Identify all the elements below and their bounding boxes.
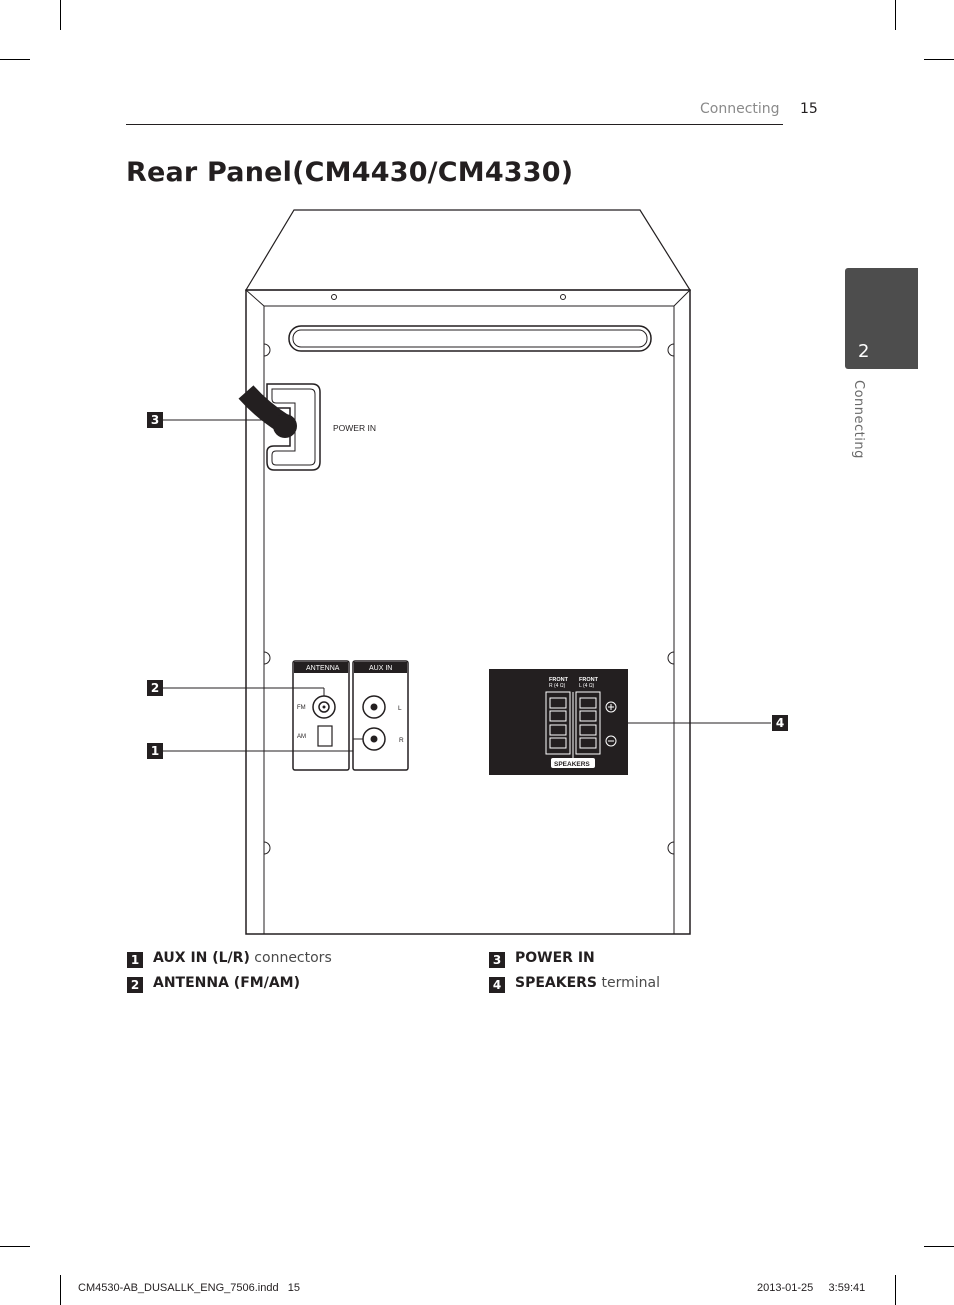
antenna-panel <box>292 660 350 771</box>
speaker-terminal-l <box>575 691 601 755</box>
aux-l-label: L <box>398 705 402 712</box>
aux-r-label: R <box>399 737 404 744</box>
crop-mark <box>0 59 30 60</box>
legend-item-antenna: 2 ANTENNA (FM/AM) <box>127 975 300 993</box>
crop-mark <box>924 1246 954 1247</box>
legend-item-aux-in: 1 AUX IN (L/R) connectors <box>127 950 332 968</box>
cabinet-top <box>244 209 692 291</box>
front-l-label: FRONT <box>579 677 599 683</box>
crop-mark <box>60 1275 61 1305</box>
legend-bold: POWER IN <box>515 950 595 966</box>
crop-mark <box>0 1246 30 1247</box>
legend-num: 1 <box>127 952 143 968</box>
callout-2: 2 <box>147 680 163 696</box>
crop-mark <box>895 1275 896 1305</box>
speaker-terminal-r <box>545 691 571 755</box>
aux-in-panel <box>352 660 409 771</box>
vent-slot <box>288 325 652 352</box>
cabinet-body <box>245 289 691 935</box>
page-number: 15 <box>800 101 818 117</box>
running-head: Connecting <box>700 101 780 117</box>
chapter-tab <box>845 268 918 369</box>
callout-1: 1 <box>147 743 163 759</box>
aux-l-jack <box>362 695 386 719</box>
legend-text: terminal <box>597 975 660 991</box>
header-rule <box>126 124 783 125</box>
aux-in-label: AUX IN <box>369 665 392 672</box>
legend-bold: SPEAKERS <box>515 975 598 991</box>
legend-num: 3 <box>489 952 505 968</box>
legend-item-speakers: 4 SPEAKERS terminal <box>489 975 660 993</box>
fm-label: FM <box>297 705 306 711</box>
speakers-panel <box>489 669 628 775</box>
am-label: AM <box>297 734 306 740</box>
crop-mark <box>895 0 896 30</box>
footer-timestamp: 2013-01-25 3:59:41 <box>757 1282 866 1294</box>
chapter-side-label: Connecting <box>851 380 866 459</box>
legend-item-power-in: 3 POWER IN <box>489 950 595 968</box>
plus-icon <box>605 701 617 713</box>
legend-bold: ANTENNA (FM/AM) <box>153 975 300 991</box>
legend-num: 2 <box>127 977 143 993</box>
crop-mark <box>60 0 61 30</box>
speakers-label: SPEAKERS <box>554 761 590 768</box>
minus-icon <box>605 735 617 747</box>
chapter-number: 2 <box>858 341 870 362</box>
front-r-sub: R (4 Ω) <box>549 683 566 689</box>
callout-3: 3 <box>147 412 163 428</box>
front-r-label: FRONT <box>549 677 569 683</box>
page-title: Rear Panel(CM4430/CM4330) <box>126 157 574 188</box>
antenna-label: ANTENNA <box>306 665 340 672</box>
callout-4: 4 <box>772 715 788 731</box>
power-plug <box>273 414 297 438</box>
front-l-sub: L (4 Ω) <box>579 683 595 689</box>
am-terminal <box>317 725 333 747</box>
legend-text: connectors <box>249 950 332 966</box>
power-in-label: POWER IN <box>333 423 376 433</box>
legend-num: 4 <box>489 977 505 993</box>
footer-filename: CM4530-AB_DUSALLK_ENG_7506.indd 15 <box>78 1282 300 1294</box>
crop-mark <box>924 59 954 60</box>
legend-bold: AUX IN (L/R) <box>153 950 250 966</box>
